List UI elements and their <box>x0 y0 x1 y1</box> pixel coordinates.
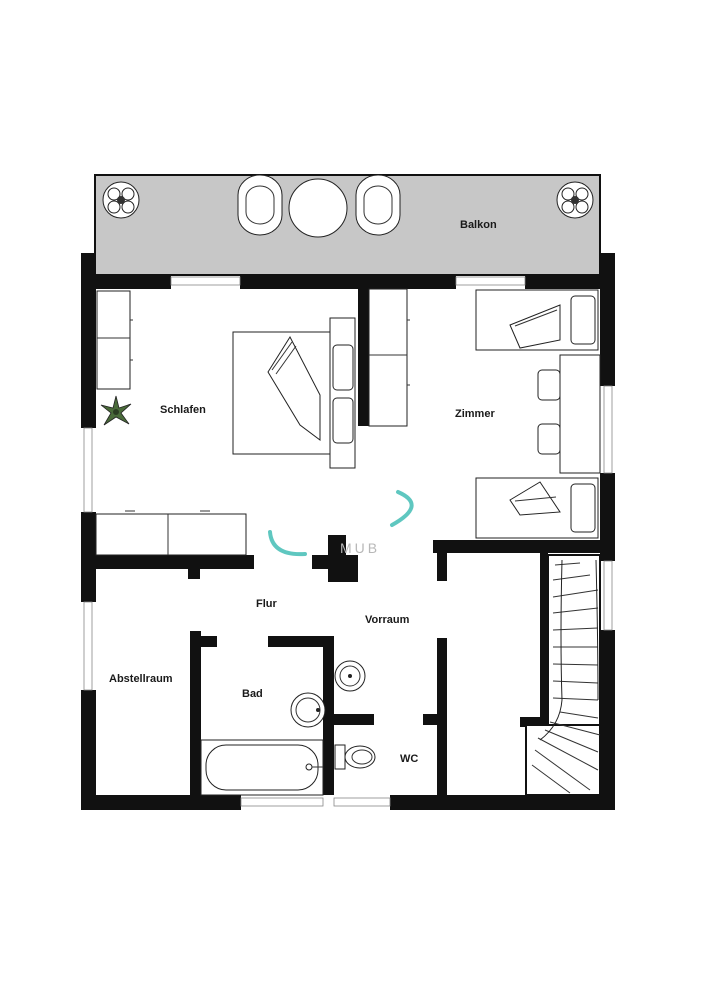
chair-icon <box>237 174 283 236</box>
room-label-wc: WC <box>400 753 418 765</box>
room-label-abstellraum: Abstellraum <box>109 673 173 685</box>
bed-icon <box>475 477 599 539</box>
plant-icon <box>100 395 132 426</box>
dresser <box>95 510 247 556</box>
sink-icon <box>290 692 326 728</box>
watermark: MUB <box>268 490 414 557</box>
bed-icon <box>475 289 599 351</box>
room-label-vorraum: Vorraum <box>365 614 410 626</box>
room-label-flur: Flur <box>256 598 277 610</box>
room-label-schlafen: Schlafen <box>160 404 206 416</box>
wardrobe <box>96 290 133 390</box>
bathtub-icon <box>200 739 324 796</box>
plant-icon <box>556 181 594 219</box>
sink-icon <box>334 660 366 692</box>
bed-icon <box>232 317 356 469</box>
walls <box>81 253 615 810</box>
room-label-balkon: Balkon <box>460 219 497 231</box>
toilet-icon <box>334 744 376 770</box>
room-label-bad: Bad <box>242 688 263 700</box>
room-label-zimmer: Zimmer <box>455 408 495 420</box>
desk <box>537 354 601 474</box>
watermark-text: MUB <box>340 540 380 556</box>
staircase-icon <box>525 554 601 796</box>
wardrobe <box>368 288 410 427</box>
balcony <box>94 174 601 276</box>
chair-icon <box>355 174 401 236</box>
plant-icon <box>102 181 140 219</box>
table-icon <box>288 178 348 238</box>
windows <box>83 276 613 807</box>
